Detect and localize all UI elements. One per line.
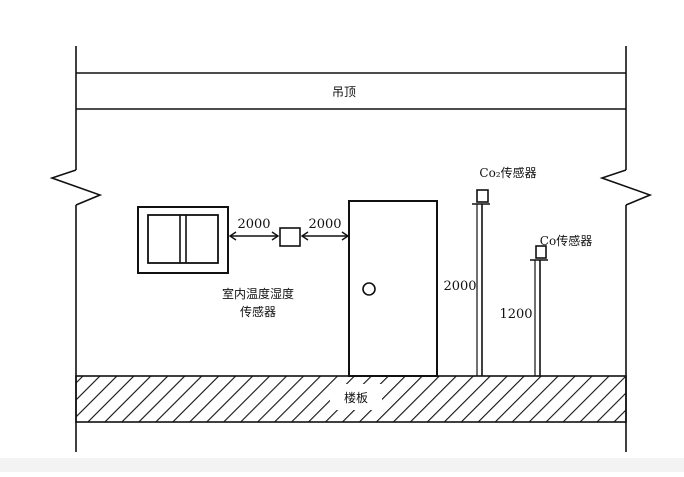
dimension-label-window-sensor: 2000: [237, 217, 270, 232]
floor-label: 楼板: [344, 390, 368, 405]
thermo-humidity-sensor: [279, 227, 301, 247]
co2-sensor-label: Co₂传感器: [479, 165, 536, 180]
co-sensor: [530, 245, 548, 376]
door: [348, 200, 438, 377]
ceiling: [76, 72, 626, 110]
dimension-sensor-door: [300, 231, 350, 241]
dimension-window-sensor: [228, 231, 280, 241]
thermo-sensor-label-line2: 传感器: [240, 304, 276, 319]
window: [137, 206, 229, 274]
co2-sensor: [472, 189, 490, 376]
co-height-label: 1200: [499, 307, 532, 322]
dimension-label-sensor-door: 2000: [308, 217, 341, 232]
co2-height-label: 2000: [443, 279, 476, 294]
ceiling-label-bg: [326, 83, 362, 101]
ceiling-label: 吊顶: [332, 85, 356, 99]
co-sensor-label: Co传感器: [540, 233, 592, 248]
thermo-sensor-label-line1: 室内温度湿度: [222, 286, 294, 301]
bottom-margin: [0, 458, 684, 472]
